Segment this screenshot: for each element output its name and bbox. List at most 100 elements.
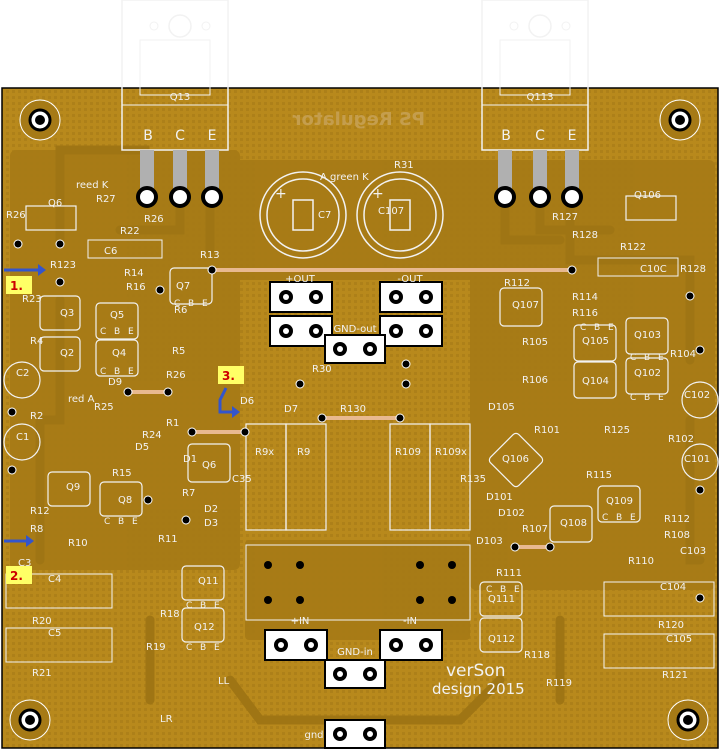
svg-text:R6: R6	[174, 305, 187, 316]
label-red-a: red A	[68, 394, 95, 405]
film-capacitors	[5, 239, 715, 669]
label-out-neg: -OUT	[397, 274, 423, 285]
svg-text:R106: R106	[522, 375, 548, 386]
svg-text:D6: D6	[240, 396, 254, 407]
svg-text:R108: R108	[664, 530, 690, 541]
svg-text:R26: R26	[144, 214, 164, 225]
svg-text:C103: C103	[680, 546, 706, 557]
capacitor-c7	[259, 171, 347, 259]
svg-text:B: B	[143, 128, 153, 144]
q106-outline	[488, 432, 544, 488]
svg-text:R104: R104	[670, 349, 696, 360]
svg-text:C7: C7	[318, 210, 331, 221]
svg-text:R21: R21	[32, 668, 52, 679]
svg-text:C2: C2	[16, 368, 29, 379]
label-ll: LL	[218, 676, 230, 687]
svg-text:Q105: Q105	[582, 336, 609, 347]
svg-text:C6: C6	[104, 246, 117, 257]
svg-text:D1: D1	[183, 454, 197, 465]
power-transistor-q113: Q113 B C E	[481, 0, 589, 151]
svg-text:B: B	[114, 327, 120, 337]
svg-text:R18: R18	[160, 609, 180, 620]
svg-text:B: B	[118, 517, 124, 527]
svg-text:Q107: Q107	[512, 300, 539, 311]
svg-text:Q106: Q106	[634, 190, 661, 201]
svg-text:R9: R9	[297, 447, 310, 458]
svg-text:1.: 1.	[10, 279, 23, 293]
svg-text:R111: R111	[496, 568, 522, 579]
svg-text:R5: R5	[172, 346, 185, 357]
svg-text:E: E	[630, 513, 636, 523]
svg-text:C104: C104	[660, 582, 686, 593]
svg-text:B: B	[616, 513, 622, 523]
svg-text:R26: R26	[6, 210, 26, 221]
label-out-pos: +OUT	[285, 274, 316, 285]
svg-text:C: C	[486, 585, 492, 595]
label-lr: LR	[160, 714, 173, 725]
svg-text:+: +	[275, 186, 287, 202]
svg-text:R107: R107	[522, 524, 548, 535]
svg-text:C: C	[174, 299, 180, 309]
svg-text:E: E	[208, 128, 217, 144]
svg-text:B: B	[594, 323, 600, 333]
callout-3: 3.	[218, 366, 244, 418]
svg-text:R102: R102	[668, 434, 694, 445]
svg-text:R125: R125	[604, 425, 630, 436]
svg-text:B: B	[200, 643, 206, 653]
svg-text:Q3: Q3	[60, 308, 74, 319]
svg-text:R11: R11	[158, 534, 178, 545]
svg-text:R22: R22	[120, 226, 140, 237]
svg-text:D3: D3	[204, 518, 218, 529]
svg-text:R9x: R9x	[255, 447, 274, 458]
svg-text:R119: R119	[546, 678, 572, 689]
svg-text:R19: R19	[146, 642, 166, 653]
svg-text:C: C	[100, 327, 106, 337]
svg-text:C105: C105	[666, 634, 692, 645]
svg-text:E: E	[658, 353, 664, 363]
svg-text:C: C	[186, 643, 192, 653]
label-gnd-out: GND-out	[333, 324, 376, 335]
svg-text:C: C	[630, 393, 636, 403]
svg-text:Q106: Q106	[502, 454, 529, 465]
svg-text:R114: R114	[572, 292, 598, 303]
svg-text:C: C	[100, 367, 106, 377]
svg-text:Q6: Q6	[48, 198, 62, 209]
svg-text:R30: R30	[312, 364, 332, 375]
svg-text:Q102: Q102	[634, 368, 661, 379]
output-connectors	[269, 281, 443, 364]
label-gnd: gnd	[304, 730, 323, 741]
callout-2: 2.	[4, 535, 34, 584]
svg-text:R116: R116	[572, 308, 598, 319]
power-resistors	[245, 423, 471, 531]
svg-text:E: E	[658, 393, 664, 403]
q113-label: Q113	[527, 92, 554, 103]
svg-text:B: B	[188, 299, 194, 309]
svg-text:E: E	[214, 601, 220, 611]
svg-text:B: B	[114, 367, 120, 377]
svg-text:D101: D101	[486, 492, 513, 503]
svg-text:C: C	[602, 513, 608, 523]
svg-text:C4: C4	[48, 574, 61, 585]
svg-text:R128: R128	[680, 264, 706, 275]
label-reed-k: reed K	[76, 180, 109, 191]
svg-text:R115: R115	[586, 470, 612, 481]
svg-text:E: E	[608, 323, 614, 333]
svg-text:D103: D103	[476, 536, 503, 547]
svg-text:R10: R10	[68, 538, 88, 549]
svg-text:B: B	[644, 393, 650, 403]
svg-text:Q11: Q11	[198, 576, 219, 587]
label-gnd-in: GND-in	[337, 647, 373, 658]
svg-text:R13: R13	[200, 250, 220, 261]
svg-text:D7: D7	[284, 404, 298, 415]
svg-text:C: C	[630, 353, 636, 363]
svg-text:R15: R15	[112, 468, 132, 479]
svg-text:Q104: Q104	[582, 376, 609, 387]
signature-line2: design 2015	[432, 680, 525, 698]
svg-text:C3: C3	[18, 558, 31, 569]
label-in-neg: -IN	[403, 616, 417, 627]
svg-text:C: C	[535, 128, 545, 144]
svg-text:R135: R135	[460, 474, 486, 485]
svg-text:B: B	[644, 353, 650, 363]
